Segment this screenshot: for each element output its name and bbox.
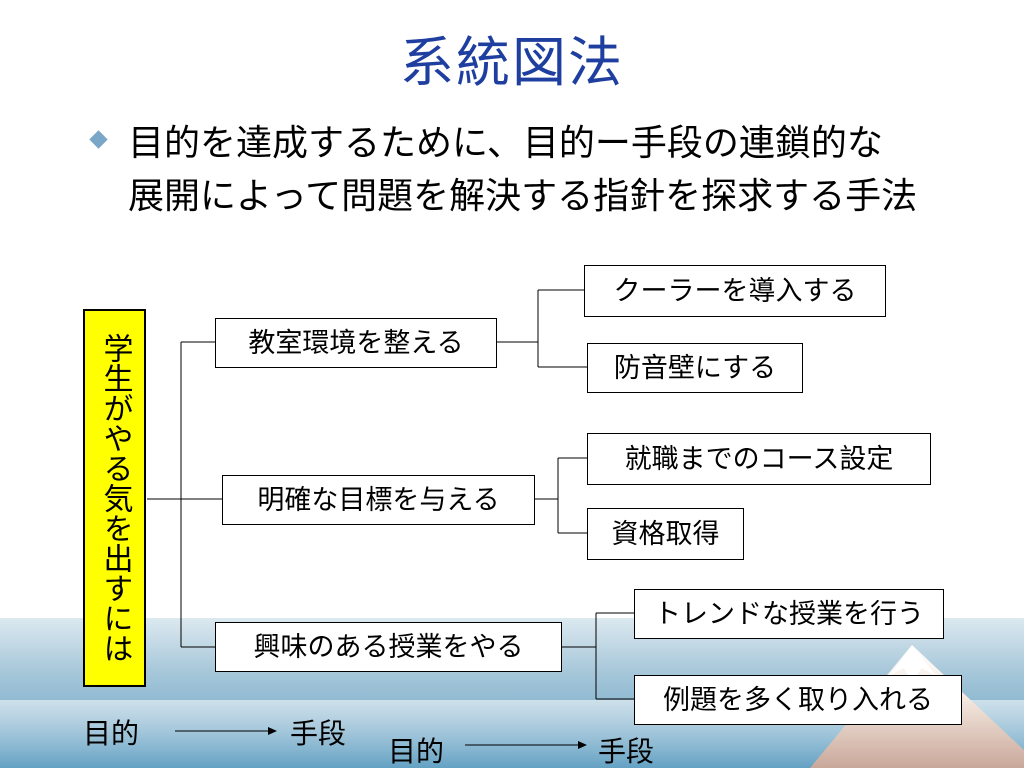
arrowhead-icon [578, 741, 587, 749]
footer-right-from: 目的 [388, 735, 445, 768]
branch-node: 興味のある授業をやる [215, 622, 562, 672]
branch-node: 教室環境を整える [215, 318, 497, 368]
leaf-node: 就職までのコース設定 [587, 433, 931, 485]
leaf-node: 防音壁にする [587, 343, 803, 393]
footer-left-from: 目的 [83, 717, 140, 750]
branch-node: 明確な目標を与える [222, 475, 535, 525]
root-node: 学生がやる気を出すには [83, 309, 146, 687]
footer-left-to: 手段 [290, 717, 347, 750]
leaf-node: クーラーを導入する [584, 265, 886, 317]
bullet-text: 目的を達成するために、目的ー手段の連鎖的な展開によって問題を解決する指針を探求す… [128, 123, 918, 217]
footer-right-to: 手段 [598, 735, 655, 768]
leaf-node: 例題を多く取り入れる [634, 675, 962, 725]
slide-title: 系統図法 [400, 31, 624, 94]
arrowhead-icon [268, 727, 277, 735]
leaf-node: 資格取得 [587, 508, 744, 560]
leaf-node: トレンドな授業を行う [634, 589, 944, 639]
